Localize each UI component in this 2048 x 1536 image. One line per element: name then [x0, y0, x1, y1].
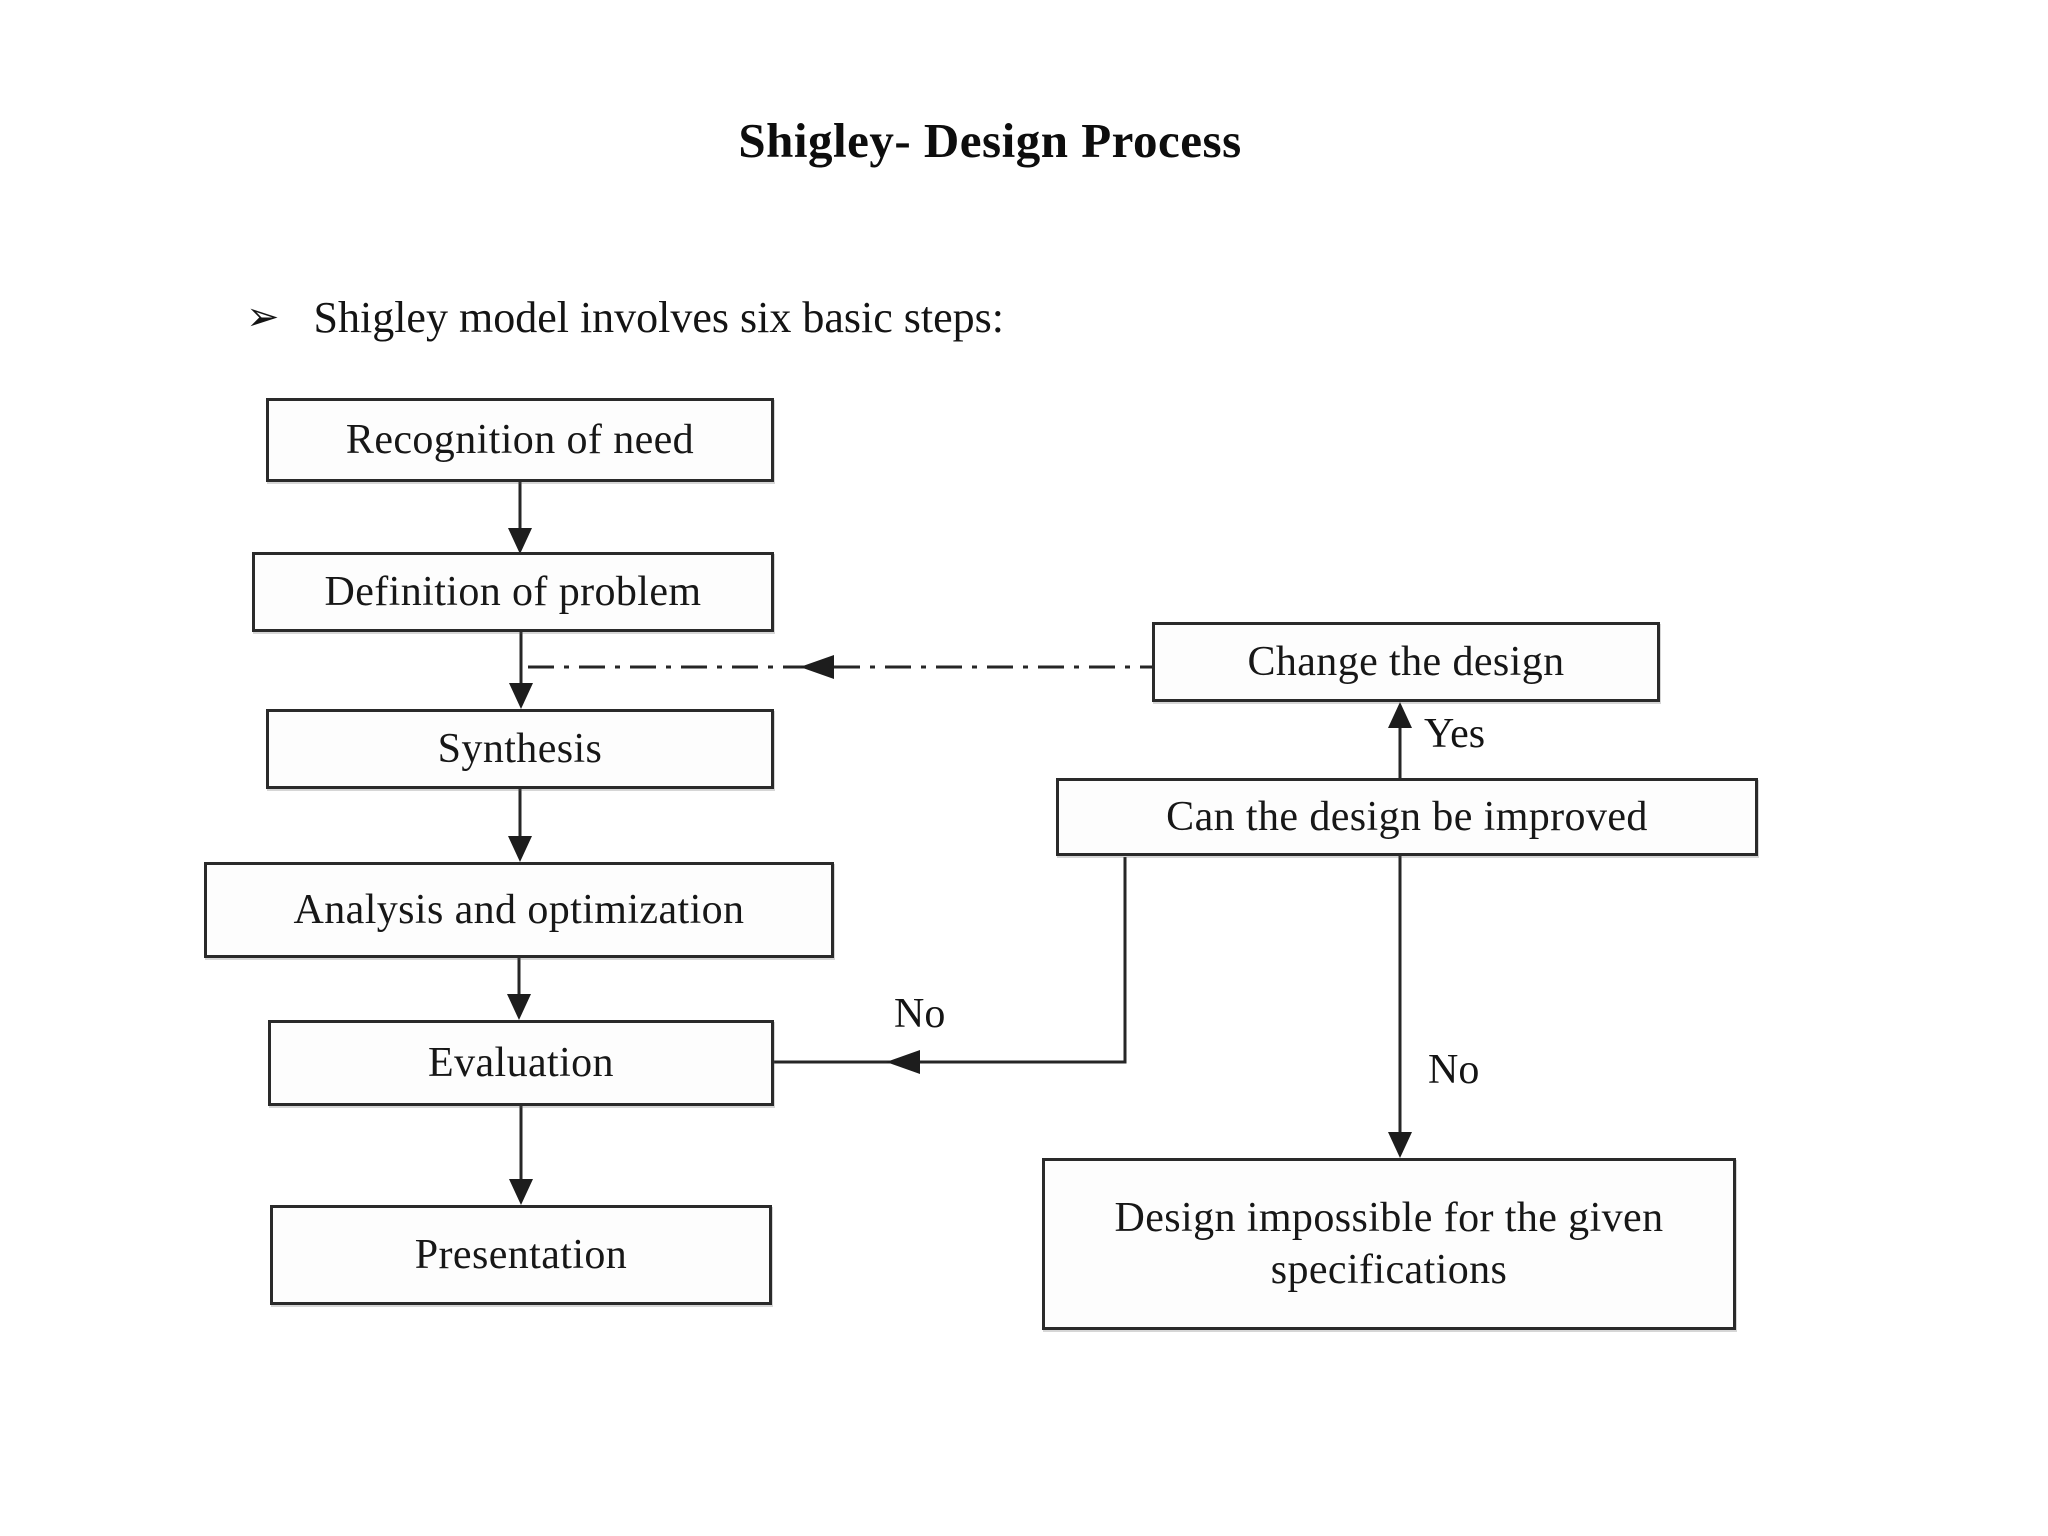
arrowhead-up-icon: [1388, 702, 1412, 728]
node-recognition-of-need: Recognition of need: [266, 398, 774, 482]
bullet-text: Shigley model involves six basic steps:: [313, 293, 1005, 342]
node-synthesis: Synthesis: [266, 709, 774, 789]
arrowhead-down-icon: [509, 683, 533, 709]
node-evaluation: Evaluation: [268, 1020, 774, 1106]
edge-label-yes: Yes: [1424, 711, 1486, 757]
arrowhead-down-icon: [508, 836, 532, 862]
node-analysis-and-optimization: Analysis and optimization: [204, 862, 834, 958]
arrowhead-left-icon: [886, 1050, 920, 1074]
node-presentation: Presentation: [270, 1205, 772, 1305]
node-design-impossible: Design impossible for the given specific…: [1042, 1158, 1736, 1330]
arrow-bullet-icon: ➢: [246, 294, 280, 339]
arrowhead-left-icon: [800, 655, 834, 679]
node-can-the-design-be-improved: Can the design be improved: [1056, 778, 1758, 856]
edge-label-no-loop: No: [894, 991, 946, 1037]
node-definition-of-problem: Definition of problem: [252, 552, 774, 632]
arrowhead-down-icon: [508, 528, 532, 554]
arrowhead-down-icon: [509, 1179, 533, 1205]
arrowhead-down-icon: [1388, 1132, 1412, 1158]
arrowhead-down-icon: [507, 994, 531, 1020]
node-change-the-design: Change the design: [1152, 622, 1660, 702]
edge-label-no-branch: No: [1428, 1047, 1480, 1093]
page-title: Shigley- Design Process: [738, 113, 1242, 168]
bullet-line: ➢ Shigley model involves six basic steps…: [246, 292, 1004, 343]
